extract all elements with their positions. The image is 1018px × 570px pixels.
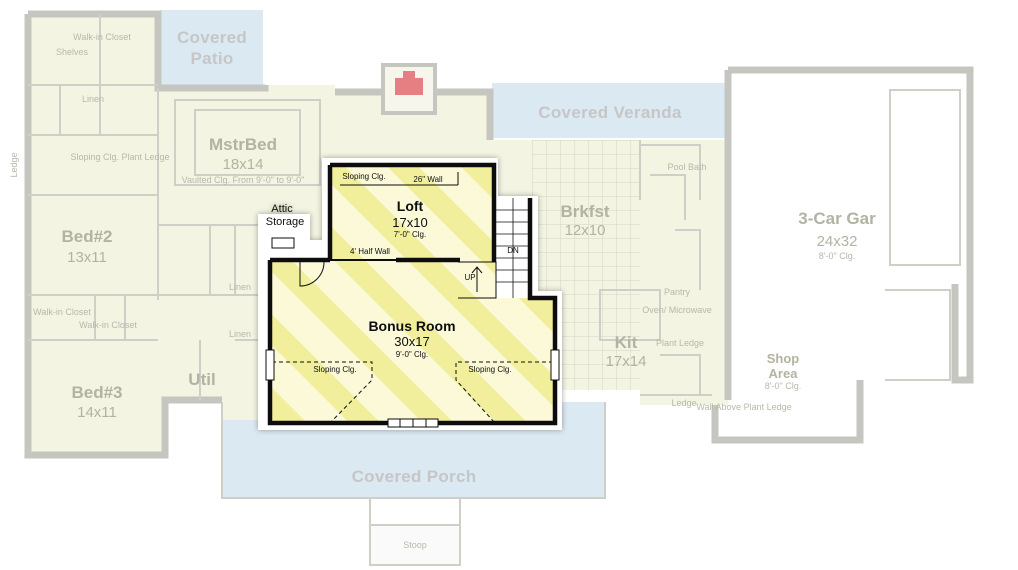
garage-ceiling: 8'-0" Clg. bbox=[819, 251, 855, 261]
loft-name: Loft bbox=[397, 198, 424, 214]
shop-name-2: Area bbox=[769, 366, 799, 381]
kit-name: Kit bbox=[615, 333, 638, 352]
linen-mid-label: Linen bbox=[229, 282, 251, 292]
ghost-floor bbox=[24, 10, 974, 566]
plant-ledge-label: Plant Ledge bbox=[656, 338, 704, 348]
util-label: Util bbox=[188, 370, 215, 389]
linen-lower-label: Linen bbox=[229, 329, 251, 339]
garage-floor bbox=[715, 70, 970, 440]
left-interior-walls bbox=[28, 14, 321, 400]
stoop-box bbox=[369, 524, 461, 566]
walk-in-closet-mid-label: Walk-in Closet bbox=[79, 320, 137, 330]
covered-patio-label-2: Patio bbox=[190, 49, 233, 68]
shelves-label: Shelves bbox=[56, 47, 89, 57]
bonus-room-name: Bonus Room bbox=[368, 318, 455, 334]
mstr-bed-name: MstrBed bbox=[209, 135, 277, 154]
kit-size: 17x14 bbox=[606, 353, 647, 370]
sloping-right-label: Sloping Clg. bbox=[468, 365, 511, 374]
ledge-left-label: Ledge bbox=[9, 152, 19, 177]
shop-ceiling: 8'-0" Clg. bbox=[765, 381, 801, 391]
bed3-size: 14x11 bbox=[77, 404, 117, 421]
stair-treads bbox=[496, 198, 530, 298]
brkfst-size: 12x10 bbox=[565, 222, 606, 239]
bed2-name: Bed#2 bbox=[61, 227, 112, 246]
covered-patio-area bbox=[160, 10, 263, 88]
covered-patio-label: Covered bbox=[177, 28, 247, 47]
bonus-room-floor bbox=[270, 260, 555, 423]
garage-name: 3-Car Gar bbox=[798, 209, 876, 228]
stoop-label: Stoop bbox=[403, 540, 427, 550]
half-wall-26 bbox=[340, 172, 459, 186]
walk-in-closet-top-label: Walk-in Closet bbox=[73, 32, 131, 42]
wall-above-label: Wall Above Plant Ledge bbox=[696, 402, 791, 412]
garage-size: 24x32 bbox=[817, 233, 858, 250]
kitchen-interior-walls bbox=[599, 89, 961, 396]
sloping-left-label: Sloping Clg. bbox=[313, 365, 356, 374]
fireplace-hearth bbox=[395, 78, 423, 95]
up-label: UP bbox=[464, 273, 475, 282]
stair-up-arrow bbox=[471, 266, 483, 292]
linen-top-label: Linen bbox=[82, 94, 104, 104]
pool-bath-label: Pool Bath bbox=[667, 162, 706, 172]
sloping-left-lines bbox=[272, 361, 373, 424]
brkfst-name: Brkfst bbox=[560, 202, 609, 221]
sloping-bath-label: Sloping Clg. Plant Ledge bbox=[70, 152, 169, 162]
attic-door bbox=[299, 261, 325, 287]
bonus-room-size: 30x17 bbox=[394, 334, 429, 349]
attic-storage-box bbox=[271, 237, 295, 249]
bonus-window-right bbox=[550, 349, 560, 381]
kitchen-floor bbox=[640, 140, 728, 405]
ledge-kit-label: Ledge bbox=[671, 398, 696, 408]
ghost-labels: Covered Patio Walk-in Closet Shelves Lin… bbox=[9, 28, 876, 550]
loft-floor bbox=[330, 165, 494, 260]
covered-veranda-label: Covered Veranda bbox=[538, 103, 682, 122]
stair-up bbox=[458, 261, 497, 299]
dn-label: DN bbox=[507, 246, 519, 255]
fireplace-chimney bbox=[403, 71, 415, 78]
covered-porch-label: Covered Porch bbox=[352, 467, 477, 486]
bonus-level: Attic Storage Sloping Clg. 26" Wall Loft… bbox=[258, 158, 562, 430]
bonus-window-left bbox=[265, 349, 275, 381]
shop-name: Shop bbox=[767, 351, 800, 366]
garage-walls bbox=[711, 66, 974, 444]
pantry-label: Pantry bbox=[664, 287, 691, 297]
attic-storage-label-2: Storage bbox=[266, 216, 305, 228]
bed3-name: Bed#3 bbox=[71, 383, 122, 402]
loft-ceiling: 7'-0" Clg. bbox=[394, 230, 426, 239]
bed2-size: 13x11 bbox=[67, 249, 107, 266]
bonus-room-ceiling: 9'-0" Clg. bbox=[396, 350, 428, 359]
half-wall-26-label: 26" Wall bbox=[413, 175, 442, 184]
bonus-walls bbox=[267, 162, 558, 426]
sloping-top-label: Sloping Clg. bbox=[342, 172, 385, 181]
covered-veranda-area bbox=[492, 83, 728, 138]
mstr-bed-size: 18x14 bbox=[223, 156, 264, 173]
walk-in-closet-left-label: Walk-in Closet bbox=[33, 307, 91, 317]
half-wall-4-label: 4' Half Wall bbox=[350, 247, 390, 256]
oven-micro-label: Oven/ Microwave bbox=[642, 305, 712, 315]
attic-storage-label: Attic bbox=[271, 203, 293, 215]
sloping-right-lines bbox=[455, 361, 553, 424]
bonus-window-mullions bbox=[399, 419, 427, 427]
loft-size: 17x10 bbox=[392, 215, 427, 230]
mstr-bed-note: Vaulted Clg. From 9'-0" to 9'-0" bbox=[182, 175, 305, 185]
